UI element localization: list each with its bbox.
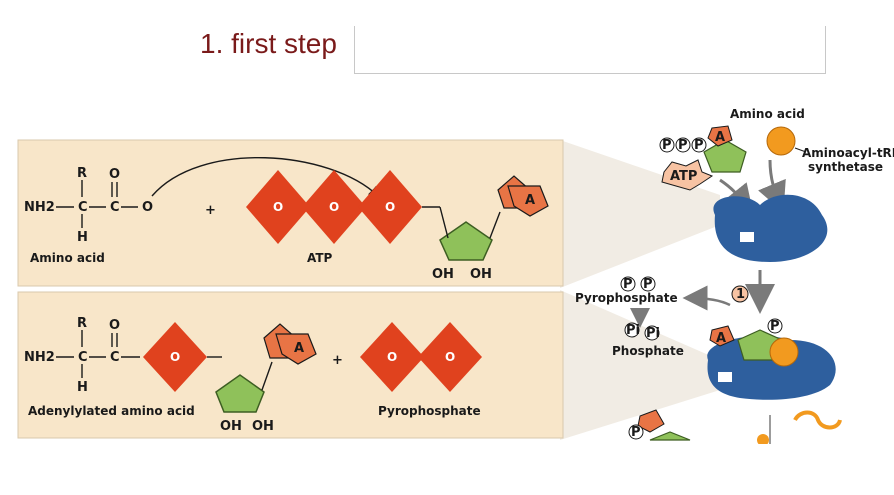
step-number-label: 1 (736, 287, 745, 302)
carboxyl-o-label: O (142, 200, 153, 215)
right-pyrophosphate-label: Pyrophosphate (575, 291, 678, 305)
panel-products: NH2 C C R H O O A OH OH Adenylylated ami… (17, 291, 564, 439)
product-ribose-oh2-label: OH (252, 419, 274, 434)
p-circle-2-label: P (678, 138, 688, 153)
bottom-amino-acid-ball (769, 337, 799, 367)
product-ribose-ring (215, 374, 265, 413)
ribose-oh1-label: OH (432, 267, 454, 282)
ribose-oh2-label: OH (470, 267, 492, 282)
title-placeholder-box (354, 26, 826, 74)
amino-acid-caption: Amino acid (30, 251, 105, 265)
enzyme-label-line1: Aminoacyl-tRNA (802, 146, 894, 160)
pi-circle-1-label: Pi (626, 323, 640, 338)
product-p-label: O (170, 350, 180, 364)
pyrophosphate-p1 (360, 322, 424, 392)
next-ribose (649, 431, 691, 441)
r-group-label: R (77, 166, 87, 181)
pp-circle-1-label: P (623, 277, 633, 292)
bottom-adenine (709, 325, 735, 347)
phosphate-gamma (246, 170, 310, 244)
attack-arrow (151, 156, 381, 198)
bottom-p-circle-label: P (770, 319, 780, 334)
product-phosphate (143, 322, 207, 392)
p-beta-label: O (329, 200, 339, 214)
p-circle-1 (659, 137, 675, 153)
pp-circle-2 (640, 276, 656, 292)
pyro-p2-label: O (445, 350, 455, 364)
pyrophosphate-caption: Pyrophosphate (378, 404, 481, 418)
next-amino (757, 434, 769, 446)
bottom-p-circle (767, 318, 783, 334)
product-adenine-label: A (294, 341, 304, 356)
product-nh2-label: NH2 (24, 350, 55, 365)
right-phosphate-label: Phosphate (612, 344, 684, 358)
p-circle-3-label: P (694, 138, 704, 153)
step-number-circle (731, 285, 749, 303)
trna-cloverleaf (793, 410, 842, 430)
amino-acid-ball (766, 126, 796, 156)
carboxyl-c-label: C (110, 200, 120, 215)
pyro-p1-label: O (387, 350, 397, 364)
crop-mask (560, 444, 894, 495)
product-alpha-c-label: C (78, 350, 88, 365)
p-alpha-label: O (385, 200, 395, 214)
product-r-group-label: R (77, 316, 87, 331)
ribose-ring (439, 221, 493, 261)
pp-circle-2-label: P (643, 277, 653, 292)
plus-sign: + (205, 203, 216, 218)
trna-site-top (740, 232, 754, 242)
bottom-adenine-label: A (716, 331, 726, 346)
next-p-circle (628, 424, 644, 440)
zoom-funnel-bottom (560, 290, 720, 440)
p-circle-2 (675, 137, 691, 153)
product-plus-sign: + (332, 353, 343, 368)
next-p-circle-label: P (631, 425, 641, 440)
atp-badge-label: ATP (670, 169, 697, 184)
pp-circle-1 (620, 276, 636, 292)
enzyme-label-line2: synthetase (808, 160, 883, 174)
atp-starburst (661, 159, 714, 191)
adenine-ring-b (507, 185, 549, 217)
enzyme-body-top (713, 194, 828, 262)
next-adenine (637, 409, 665, 433)
p-circle-3 (691, 137, 707, 153)
slide-title: 1. first step (200, 28, 337, 59)
pi-circle-1 (624, 322, 640, 338)
phosphate-beta (302, 170, 366, 244)
zoom-funnel-top (560, 140, 720, 288)
adenylylated-caption: Adenylylated amino acid (28, 404, 195, 418)
right-amino-acid-label: Amino acid (730, 107, 805, 121)
phosphate-alpha (358, 170, 422, 244)
p-circle-1-label: P (662, 138, 672, 153)
product-adenine-ring-b (275, 333, 317, 365)
enzyme-body-bottom (707, 336, 836, 400)
alpha-c-label: C (78, 200, 88, 215)
product-alpha-h-label: H (77, 380, 88, 395)
right-adenine (707, 125, 733, 147)
enzyme-illustration: Amino acid Aminoacyl-tRNA synthetase P P… (575, 107, 894, 446)
pi-circle-2-label: Pi (646, 326, 660, 341)
carbonyl-o-label: O (109, 167, 120, 182)
product-carboxyl-c-label: C (110, 350, 120, 365)
atp-caption: ATP (307, 251, 333, 265)
right-adenine-label: A (715, 130, 725, 145)
product-carbonyl-o-label: O (109, 318, 120, 333)
product-ribose-oh1-label: OH (220, 419, 242, 434)
panel-reactants: NH2 C C O R H O Amino acid + O O O A OH (17, 139, 564, 287)
pyrophosphate-release-arrow (682, 285, 731, 311)
p-gamma-label: O (273, 200, 283, 214)
pi-circle-2 (644, 325, 660, 341)
nh2-label: NH2 (24, 200, 55, 215)
adenine-label: A (525, 193, 535, 208)
alpha-h-label: H (77, 230, 88, 245)
trna-site-bottom (718, 372, 732, 382)
pyrophosphate-p2 (418, 322, 482, 392)
